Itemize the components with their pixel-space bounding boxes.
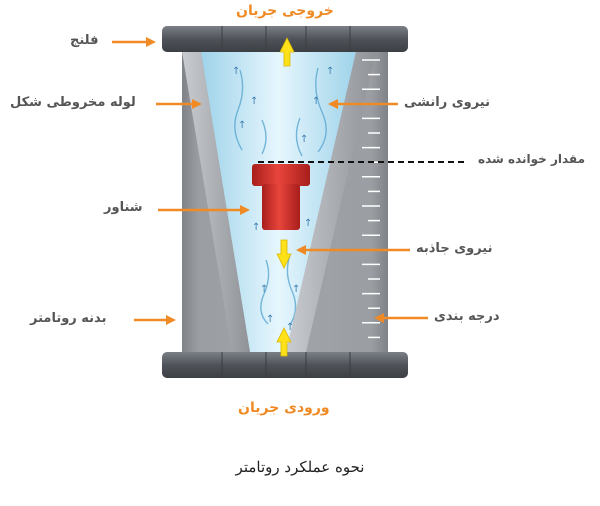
label-gravity: نیروی جاذبه <box>416 241 492 256</box>
figure-caption: نحوه عملکرد روتامتر <box>0 458 600 476</box>
svg-text:↑: ↑ <box>238 120 246 131</box>
svg-text:↑: ↑ <box>260 284 268 295</box>
svg-text:↑: ↑ <box>292 284 300 295</box>
label-outlet: خروجی جریان <box>236 3 334 19</box>
svg-text:↑: ↑ <box>250 96 258 107</box>
label-graduation: درجه بندی <box>434 309 500 324</box>
label-rotameter-body: بدنه روتامتر <box>30 311 106 326</box>
svg-text:↑: ↑ <box>304 218 312 229</box>
svg-text:↑: ↑ <box>232 66 240 77</box>
label-flange: فلنج <box>70 33 99 48</box>
svg-text:↑: ↑ <box>312 96 320 107</box>
label-inlet: ورودی جریان <box>238 400 330 416</box>
label-lift-force: نیروی رانشی <box>404 95 490 110</box>
label-conical-tube: لوله مخروطی شکل <box>10 95 136 110</box>
svg-text:↑: ↑ <box>326 66 334 77</box>
svg-text:↑: ↑ <box>252 222 260 233</box>
label-float: شناور <box>104 200 143 215</box>
svg-text:↑: ↑ <box>300 134 308 145</box>
svg-text:↑: ↑ <box>266 314 274 325</box>
label-reading: مقدار خوانده شده <box>478 152 585 166</box>
